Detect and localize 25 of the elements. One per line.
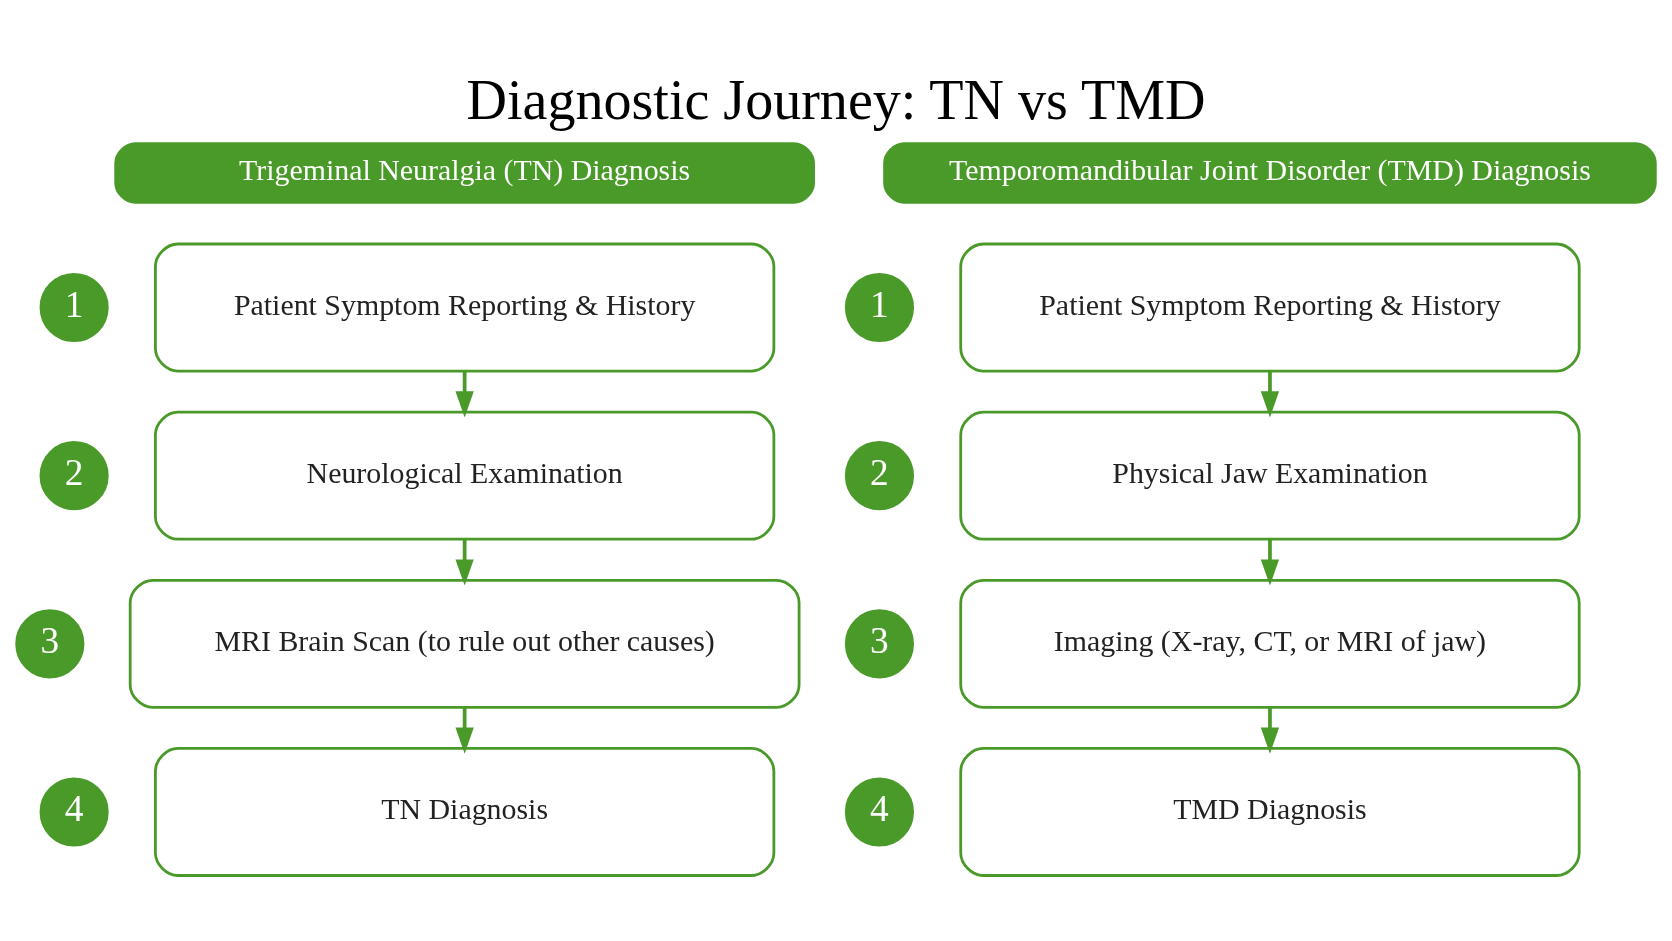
node-box: Imaging (X-ray, CT, or MRI of jaw) [959,578,1581,709]
node-box: Trigeminal Neuralgia (TN) Diagnosis [114,141,815,204]
arrow [1260,538,1280,586]
arrow [1260,706,1280,754]
node-label: 4 [870,787,889,829]
node-box: TN Diagnosis [154,746,776,877]
arrow [455,370,474,417]
node-label: 1 [64,283,84,325]
node-label: 1 [870,283,889,325]
node-box: Patient Symptom Reporting & History [959,242,1581,372]
node-label: 2 [870,451,889,493]
arrow [1260,370,1280,417]
node-box: TMD Diagnosis [959,746,1581,877]
diagram-title: Diagnostic Journey: TN vs TMD [466,68,1206,131]
node-label: 3 [870,619,889,661]
arrow [455,706,474,754]
node-box: MRI Brain Scan (to rule out other causes) [128,578,801,709]
node-box: Temporomandibular Joint Disorder (TMD) Diagnosis [883,141,1657,204]
node-box: Neurological Examination [154,410,776,541]
node-label: 2 [64,451,84,493]
arrow [455,538,474,586]
node-box: Physical Jaw Examination [959,410,1581,541]
node-label: 3 [40,619,60,661]
node-label: 4 [64,787,84,829]
node-box: Patient Symptom Reporting & History [154,242,776,372]
